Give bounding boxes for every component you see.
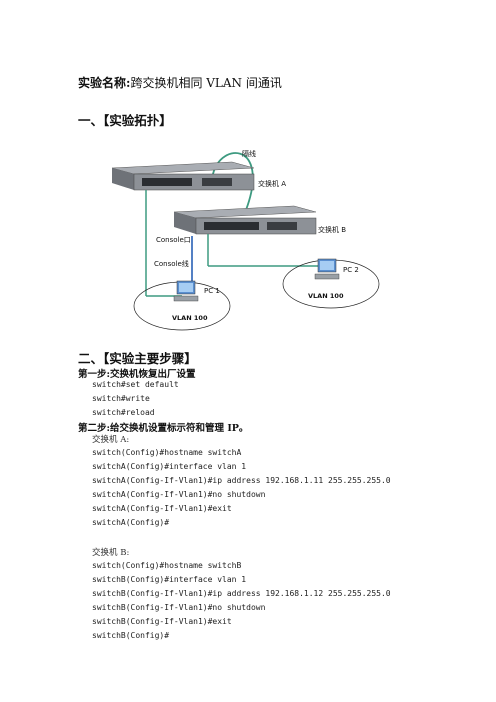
switch-a-label: 交换机 A bbox=[258, 179, 286, 188]
section-steps-heading: 二、【实验主要步骤】 bbox=[78, 351, 197, 366]
switch-b-config-line: switchB(Config)#interface vlan 1 bbox=[92, 575, 247, 584]
experiment-title: 实验名称:跨交换机相同 VLAN 间通讯 bbox=[78, 74, 282, 91]
switch-b-config-label: 交换机 B: bbox=[92, 548, 130, 558]
switch-a-config-line: switch(Config)#hostname switchA bbox=[92, 448, 242, 457]
switch-b-config-line: switch(Config)#hostname switchB bbox=[92, 561, 242, 570]
step1-title: 第一步:交换机恢复出厂设置 bbox=[78, 369, 196, 380]
switch-a-config-line: switchA(Config-If-Vlan1)#exit bbox=[92, 504, 232, 513]
title-label: 实验名称: bbox=[78, 76, 131, 90]
switch-a-config-label: 交换机 A: bbox=[92, 435, 130, 445]
title-text: 跨交换机相同 VLAN 间通讯 bbox=[130, 76, 282, 90]
switch-b-label: 交换机 B bbox=[318, 225, 346, 234]
switch-b-icon bbox=[173, 205, 317, 235]
vlan2-label: VLAN 100 bbox=[308, 292, 344, 300]
section-topology-heading: 一、【实验拓扑】 bbox=[78, 113, 172, 128]
switch-b-config-line: switchB(Config-If-Vlan1)#exit bbox=[92, 617, 232, 626]
crossover-label: 隔线 bbox=[242, 149, 256, 158]
step1-line: switch#set default bbox=[92, 380, 179, 389]
switch-a-icon bbox=[112, 161, 255, 191]
switch-a-config-line: switchA(Config)# bbox=[92, 518, 170, 527]
step2-title: 第二步:给交换机设置标示符和管理 IP。 bbox=[78, 423, 249, 434]
pc1-label: PC 1 bbox=[204, 287, 220, 295]
switch-a-config-line: switchA(Config-If-Vlan1)#ip address 192.… bbox=[92, 476, 391, 485]
switch-a-config-line: switchA(Config-If-Vlan1)#no shutdown bbox=[92, 490, 266, 499]
pc2-label: PC 2 bbox=[343, 266, 359, 274]
pc2-icon bbox=[314, 258, 340, 280]
switch-a-config-line: switchA(Config)#interface vlan 1 bbox=[92, 462, 247, 471]
topology-diagram: 隔线 交换机 A 交换机 B Console口 Console线 PC 1 PC… bbox=[112, 149, 380, 331]
step1-line: switch#write bbox=[92, 394, 150, 403]
step1-line: switch#reload bbox=[92, 408, 155, 417]
console-port-label: Console口 bbox=[156, 236, 191, 244]
console-cable-label: Console线 bbox=[154, 259, 189, 268]
pc1-icon bbox=[173, 280, 199, 302]
vlan1-label: VLAN 100 bbox=[172, 314, 208, 322]
switch-b-config-line: switchB(Config-If-Vlan1)#no shutdown bbox=[92, 603, 266, 612]
switch-b-config-line: switchB(Config)# bbox=[92, 631, 170, 640]
switch-b-config-line: switchB(Config-If-Vlan1)#ip address 192.… bbox=[92, 589, 391, 598]
